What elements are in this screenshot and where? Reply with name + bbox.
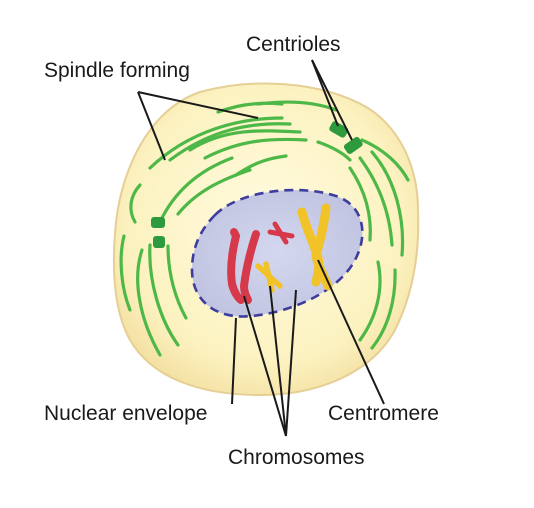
label-chromosomes: Chromosomes bbox=[228, 446, 365, 469]
leader-chromosomes-2 bbox=[269, 285, 287, 437]
leader-spindle-2 bbox=[137, 91, 259, 119]
leader-chromosomes-3 bbox=[285, 289, 297, 437]
spindle-fibers bbox=[119, 100, 410, 357]
chromosome-yellow-large bbox=[297, 203, 333, 291]
leader-centromere bbox=[317, 259, 385, 405]
leader-lines bbox=[137, 59, 385, 437]
label-centrioles: Centrioles bbox=[246, 33, 341, 56]
leader-nuclear-envelope bbox=[231, 317, 237, 405]
chromosome-red-small bbox=[267, 221, 295, 245]
label-nuclear-envelope: Nuclear envelope bbox=[44, 402, 208, 425]
label-centromere: Centromere bbox=[328, 402, 439, 425]
centriole-left bbox=[151, 217, 165, 248]
centriole-top bbox=[329, 121, 363, 154]
chromosome-yellow-small bbox=[255, 261, 283, 293]
leader-chromosomes-1 bbox=[243, 295, 287, 437]
leader-centrioles-1 bbox=[311, 59, 339, 127]
chromosome-red-large bbox=[227, 228, 260, 304]
leader-centrioles-2 bbox=[311, 59, 353, 141]
leader-spindle-1 bbox=[137, 91, 166, 161]
label-spindle-forming: Spindle forming bbox=[44, 59, 190, 82]
